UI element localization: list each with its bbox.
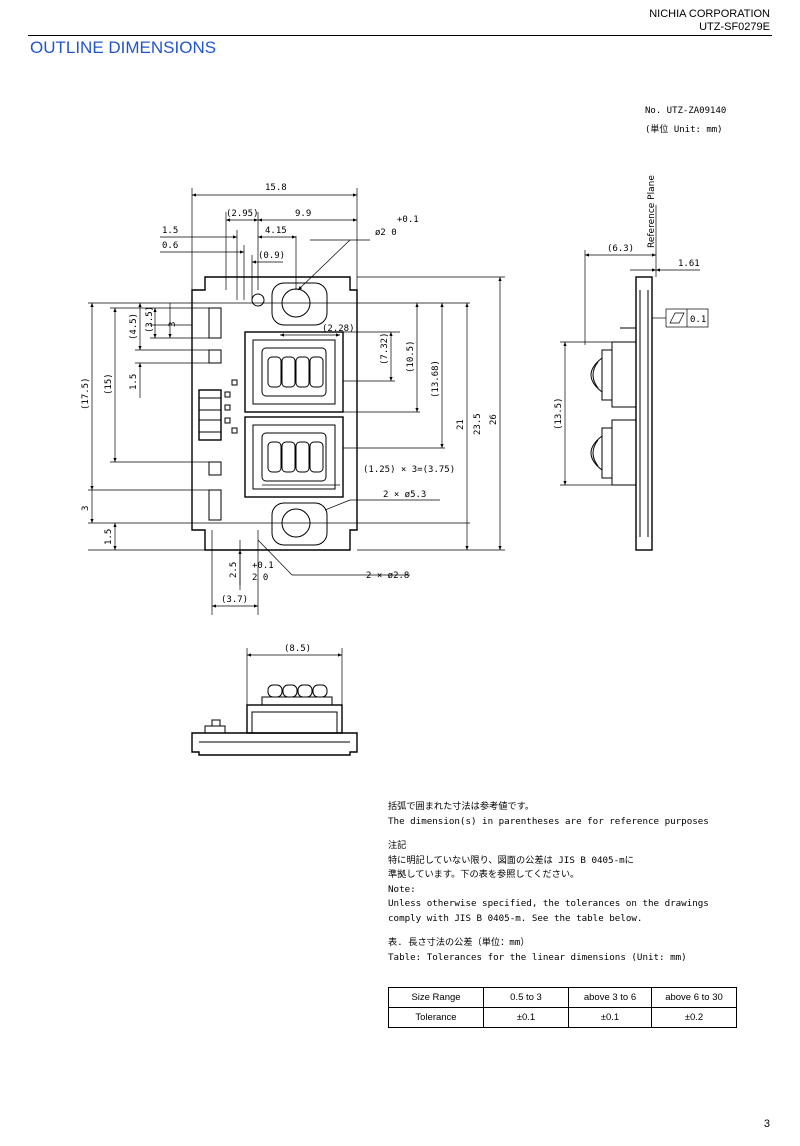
dim-8-5: (8.5) <box>284 644 311 654</box>
note-en-heading: Note: <box>388 883 416 895</box>
note-en-line1: Unless otherwise specified, the toleranc… <box>388 898 709 909</box>
pad <box>208 489 222 521</box>
bottom-board <box>191 732 358 756</box>
dim-1-5b: 1.5 <box>104 529 114 545</box>
dim-13-5: (13.5) <box>554 397 564 430</box>
dim-1-5: 1.5 <box>162 226 178 236</box>
dim-6-3: (6.3) <box>607 244 634 254</box>
table-title-jp: 表. 長さ寸法の公差（単位：mm） <box>388 937 530 948</box>
dim-0-6: 0.6 <box>162 241 178 251</box>
ref-note-jp: 括弧で囲まれた寸法は参考値です。 <box>388 801 535 812</box>
table-cell: Tolerance <box>388 1007 484 1028</box>
table-cell: above 3 to 6 <box>568 987 652 1008</box>
dim-15: (15) <box>104 373 114 395</box>
page-number: 3 <box>763 1118 770 1130</box>
pad <box>208 307 222 339</box>
side-board <box>635 276 653 551</box>
bottom-view <box>191 684 358 756</box>
table-cell: ±0.1 <box>568 1007 652 1028</box>
dim-1-61: 1.61 <box>678 259 700 269</box>
dim-3-7: (3.7) <box>221 595 248 605</box>
bottom-dimensions <box>246 648 343 705</box>
front-view <box>191 276 358 551</box>
connector <box>198 389 222 441</box>
dim-21: 21 <box>456 419 466 430</box>
board-outline <box>191 276 358 551</box>
pad <box>208 461 222 476</box>
table-title-en: Table: Tolerances for the linear dimensi… <box>388 951 687 963</box>
table-cell: ±0.2 <box>651 1007 737 1028</box>
tol-top: +0.1 <box>397 215 419 225</box>
table-row: Tolerance ±0.1 ±0.1 ±0.2 <box>388 1007 737 1028</box>
note-jp-line2: 準拠しています。下の表を参照してください。 <box>388 869 580 880</box>
front-dimensions <box>88 188 505 615</box>
dim-3-5: (3.5) <box>145 306 155 333</box>
note-jp-line1: 特に明記していない限り、図面の公差は JIS B 0405-mに <box>388 854 634 866</box>
hole-top-dim: ø2 0 <box>375 228 397 238</box>
hole-small-dim: 2 × ø2.8 <box>366 571 409 581</box>
dim-26: 26 <box>489 414 499 425</box>
dim-15-8: 15.8 <box>265 183 287 193</box>
pad <box>208 349 222 364</box>
drawing-number: No. UTZ-ZA09140 <box>645 106 726 116</box>
dim-13-68: (13.68) <box>431 360 441 398</box>
note-en-line2: comply with JIS B 0405-m. See the table … <box>388 912 643 924</box>
tolerance-table: Size Range 0.5 to 3 above 3 to 6 above 6… <box>388 987 737 1028</box>
notes-block: 括弧で囲まれた寸法は参考値です。 The dimension(s) in par… <box>388 800 748 965</box>
drawing-unit: (単位 Unit: mm) <box>645 123 723 135</box>
led-module-lower <box>244 416 344 498</box>
dim-2-95: (2.95) <box>226 209 259 219</box>
dim-7-32: (7.32) <box>380 332 390 365</box>
hole-big-dim: 2 × ø5.3 <box>383 490 426 500</box>
table-cell: 0.5 to 3 <box>483 987 569 1008</box>
document-number: UTZ-SF0279E <box>699 21 770 33</box>
company-name: NICHIA CORPORATION <box>649 8 770 20</box>
tol-bottom: +0.1 <box>252 561 274 571</box>
dim-17-5: (17.5) <box>81 377 91 410</box>
dim-23-5: 23.5 <box>473 413 483 435</box>
page-title: OUTLINE DIMENSIONS <box>30 38 217 57</box>
dim-3b: 3 <box>81 506 91 511</box>
table-cell: Size Range <box>388 987 484 1008</box>
dim-10-5: (10.5) <box>406 340 416 373</box>
side-dimensions <box>560 205 709 486</box>
flatness-value: 0.1 <box>690 315 706 325</box>
dim-pitch: (1.25) × 3=(3.75) <box>363 465 455 475</box>
hole-top-small <box>251 293 265 307</box>
table-cell: above 6 to 30 <box>651 987 737 1008</box>
dim-0-9: (0.9) <box>258 251 285 261</box>
dim-4-5: (4.5) <box>129 313 139 340</box>
dim-3a: 3 <box>168 322 178 327</box>
table-cell: ±0.1 <box>483 1007 569 1028</box>
dim-1-5a: 1.5 <box>129 374 139 390</box>
side-view <box>590 276 653 551</box>
note-jp-heading: 注記 <box>388 840 407 851</box>
dim-4-15: 4.15 <box>265 226 287 236</box>
dim-2-28: (2.28) <box>322 324 355 334</box>
led-module-upper <box>244 331 344 413</box>
header-rule <box>28 35 772 36</box>
ref-note-en: The dimension(s) in parentheses are for … <box>388 815 709 827</box>
val-bottom: 2 0 <box>252 573 268 583</box>
table-row: Size Range 0.5 to 3 above 3 to 6 above 6… <box>388 987 737 1008</box>
outline-drawing: No. UTZ-ZA09140 (単位 Unit: mm) <box>81 106 726 756</box>
dim-2-5: 2.5 <box>229 562 239 578</box>
reference-plane-label: Reference Plane <box>647 175 657 248</box>
dim-9-9: 9.9 <box>295 209 311 219</box>
